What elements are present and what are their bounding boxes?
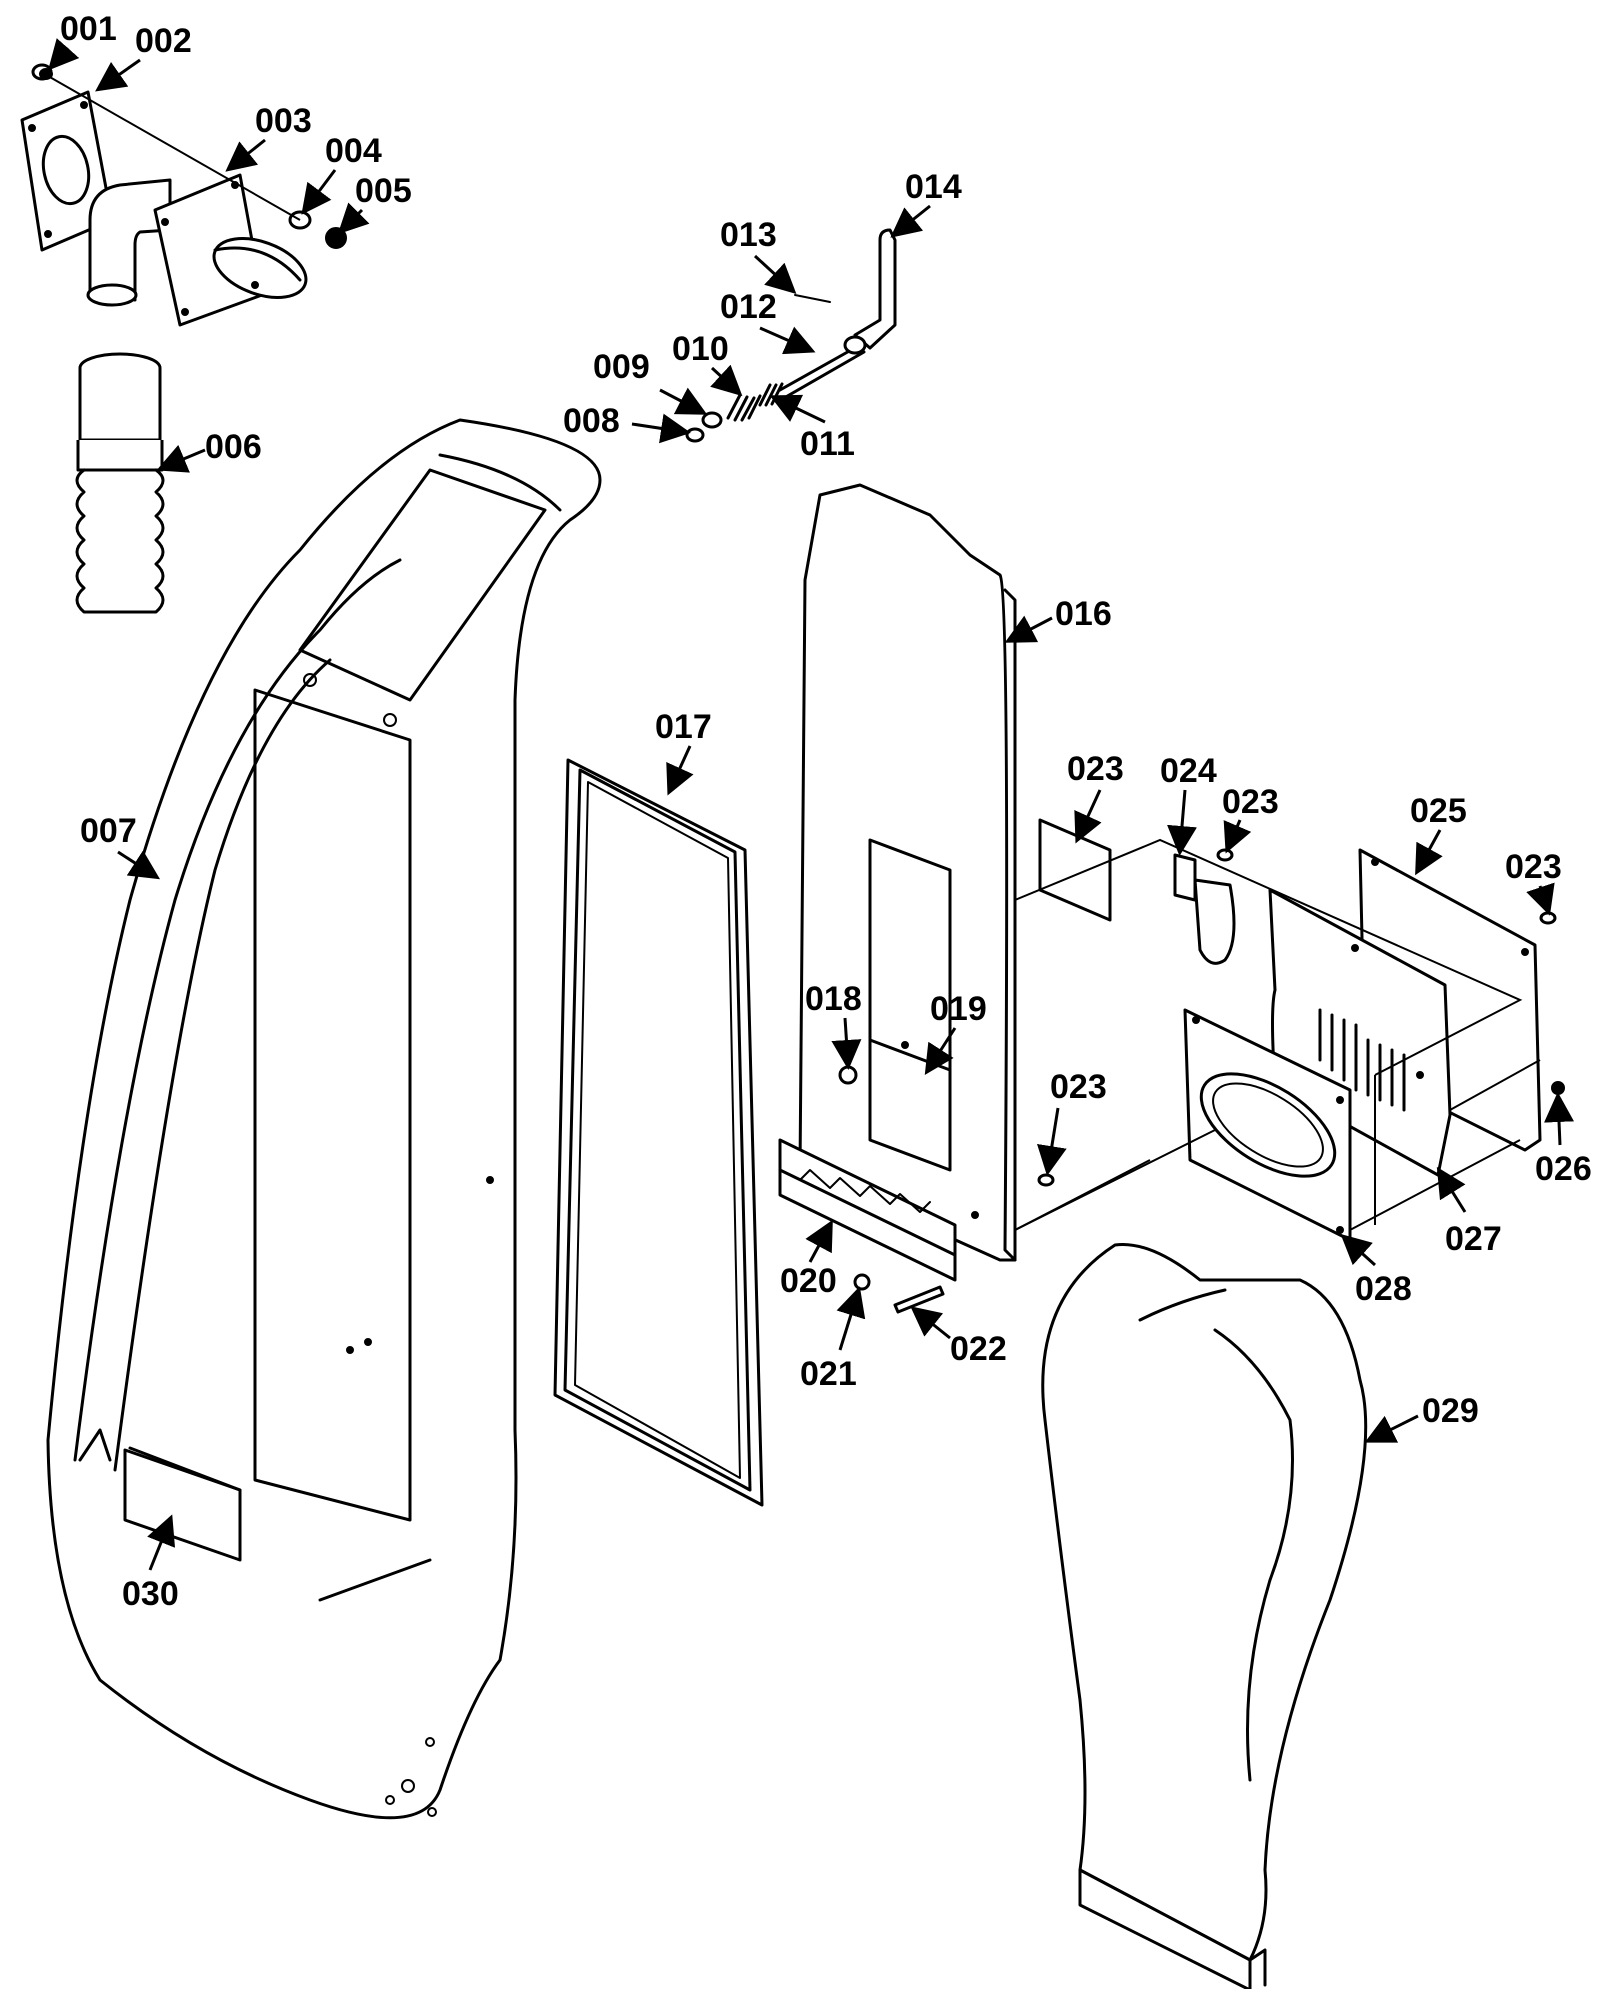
callout-018: 018 [805, 980, 862, 1018]
callout-025: 024 [1160, 752, 1217, 790]
callout-003: 003 [255, 102, 312, 140]
part-031-bottom-panel [128, 1446, 242, 1492]
callout-005: 005 [355, 172, 412, 210]
callout-026: 025 [1410, 792, 1467, 830]
callout-001: 001 [60, 10, 117, 48]
part-021-screw [853, 1273, 871, 1291]
part-018-screw [838, 1065, 858, 1085]
callout-031: 030 [122, 1575, 179, 1613]
callout-020: 020 [780, 1262, 837, 1300]
callout-012: 012 [720, 288, 777, 326]
callout-029: 028 [1355, 1270, 1412, 1308]
part-014-handle-lever [843, 228, 897, 355]
part-025-bracket [1173, 853, 1236, 965]
callout-023-a: 023 [1222, 783, 1279, 821]
callout-002: 002 [135, 22, 192, 60]
callout-010: 010 [672, 330, 729, 368]
callout-019: 019 [930, 990, 987, 1028]
part-027-screw [1551, 1081, 1565, 1095]
callout-013: 013 [720, 216, 777, 254]
callout-024: 023 [1067, 750, 1124, 788]
callout-009: 009 [593, 348, 650, 386]
part-023-nut-c [1037, 1173, 1055, 1187]
callout-007: 007 [80, 812, 137, 850]
part-030-filter-bag [1041, 1242, 1368, 1989]
callout-008: 008 [563, 402, 620, 440]
callout-022: 022 [950, 1330, 1007, 1368]
callout-016: 016 [1055, 595, 1112, 633]
callouts: 001 002 003 004 005 006 007 008 009 010 … [48, 10, 1592, 1613]
part-017-frame-gasket [553, 758, 764, 1507]
part-012-rod [778, 343, 866, 400]
part-023-nut-a [1216, 848, 1234, 862]
part-013-pin [794, 294, 831, 303]
part-006-hose [75, 352, 165, 614]
part-003-elbow-flange [86, 173, 308, 327]
callout-021: 021 [800, 1355, 857, 1393]
part-024-pad [1038, 818, 1112, 922]
callout-027: 026 [1535, 1150, 1592, 1188]
part-010-spring [726, 393, 762, 422]
callout-014: 014 [905, 168, 962, 206]
callout-017: 017 [655, 708, 712, 746]
part-011-spring [758, 382, 784, 407]
part-009-washer [701, 411, 723, 429]
part-008-nut [685, 427, 705, 443]
callout-023-b: 023 [1505, 848, 1562, 886]
part-022-bolt [893, 1285, 945, 1314]
part-023-nut-b [1539, 911, 1557, 925]
callout-028: 027 [1445, 1220, 1502, 1258]
callout-030: 029 [1422, 1392, 1479, 1430]
callout-004: 004 [325, 132, 382, 170]
callout-011: 011 [800, 425, 855, 463]
callout-023-c: 023 [1050, 1068, 1107, 1106]
part-005-cap-nut [325, 227, 347, 249]
part-020-hinge [778, 1138, 957, 1282]
callout-006: 006 [205, 428, 262, 466]
